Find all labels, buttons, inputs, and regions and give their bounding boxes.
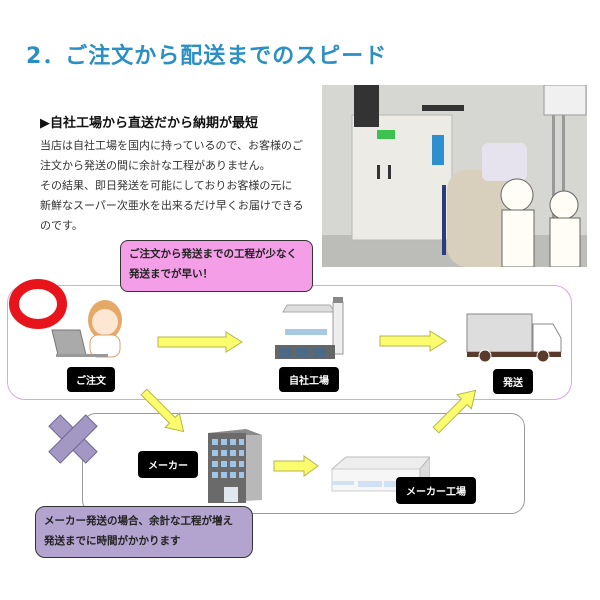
step-label-own-factory: 自社工場 bbox=[279, 367, 339, 392]
factory-photo bbox=[322, 85, 587, 267]
step-label-maker-factory: メーカー工場 bbox=[396, 477, 476, 504]
maker-flow-frame bbox=[82, 413, 525, 514]
circle-good-mark-icon bbox=[8, 278, 68, 334]
customer-laptop-icon bbox=[50, 290, 125, 364]
step-label-maker: メーカー bbox=[138, 451, 198, 478]
step-label-shipping: 発送 bbox=[493, 369, 533, 394]
step-label-order: ご注文 bbox=[67, 367, 115, 392]
delivery-truck-icon bbox=[465, 312, 565, 368]
office-building-icon bbox=[206, 425, 266, 509]
arrow-right-icon bbox=[156, 331, 246, 357]
callout-line: メーカー発送の場合、余計な工程が増え bbox=[44, 515, 233, 527]
arrow-down-right-icon bbox=[140, 388, 190, 440]
intro-subheading: ▶自社工場から直送だから納期が最短 bbox=[40, 116, 258, 131]
intro-line: その結果、即日発送を可能にしておりお客様の元に bbox=[40, 179, 293, 192]
direct-flow-callout: ご注文から発送までの工程が少なく 発送までが早い！ bbox=[120, 240, 313, 292]
cross-bad-mark-icon bbox=[45, 411, 101, 471]
callout-line: 発送までが早い！ bbox=[129, 268, 213, 280]
factory-icon bbox=[275, 297, 350, 366]
intro-paragraph: 当店は自社工場を国内に持っているので、お客様のご 注文から発送の間に余計な工程が… bbox=[40, 136, 310, 236]
arrow-right-icon bbox=[378, 330, 450, 356]
callout-line: ご注文から発送までの工程が少なく bbox=[129, 248, 297, 260]
intro-line: 新鮮なスーパー次亜水を出来るだけ早くお届けできる bbox=[40, 199, 304, 212]
maker-flow-callout: メーカー発送の場合、余計な工程が増え 発送までに時間がかかります bbox=[35, 506, 253, 558]
callout-line: 発送までに時間がかかります bbox=[44, 535, 181, 547]
intro-line: 当店は自社工場を国内に持っているので、お客様のご bbox=[40, 139, 304, 152]
page-title: 2．ご注文から配送までのスピード bbox=[26, 44, 388, 69]
arrow-up-right-icon bbox=[430, 388, 480, 440]
intro-line: 注文から発送の間に余計な工程がありません。 bbox=[40, 159, 271, 172]
intro-line: のです。 bbox=[40, 219, 83, 232]
arrow-right-icon bbox=[272, 455, 322, 481]
